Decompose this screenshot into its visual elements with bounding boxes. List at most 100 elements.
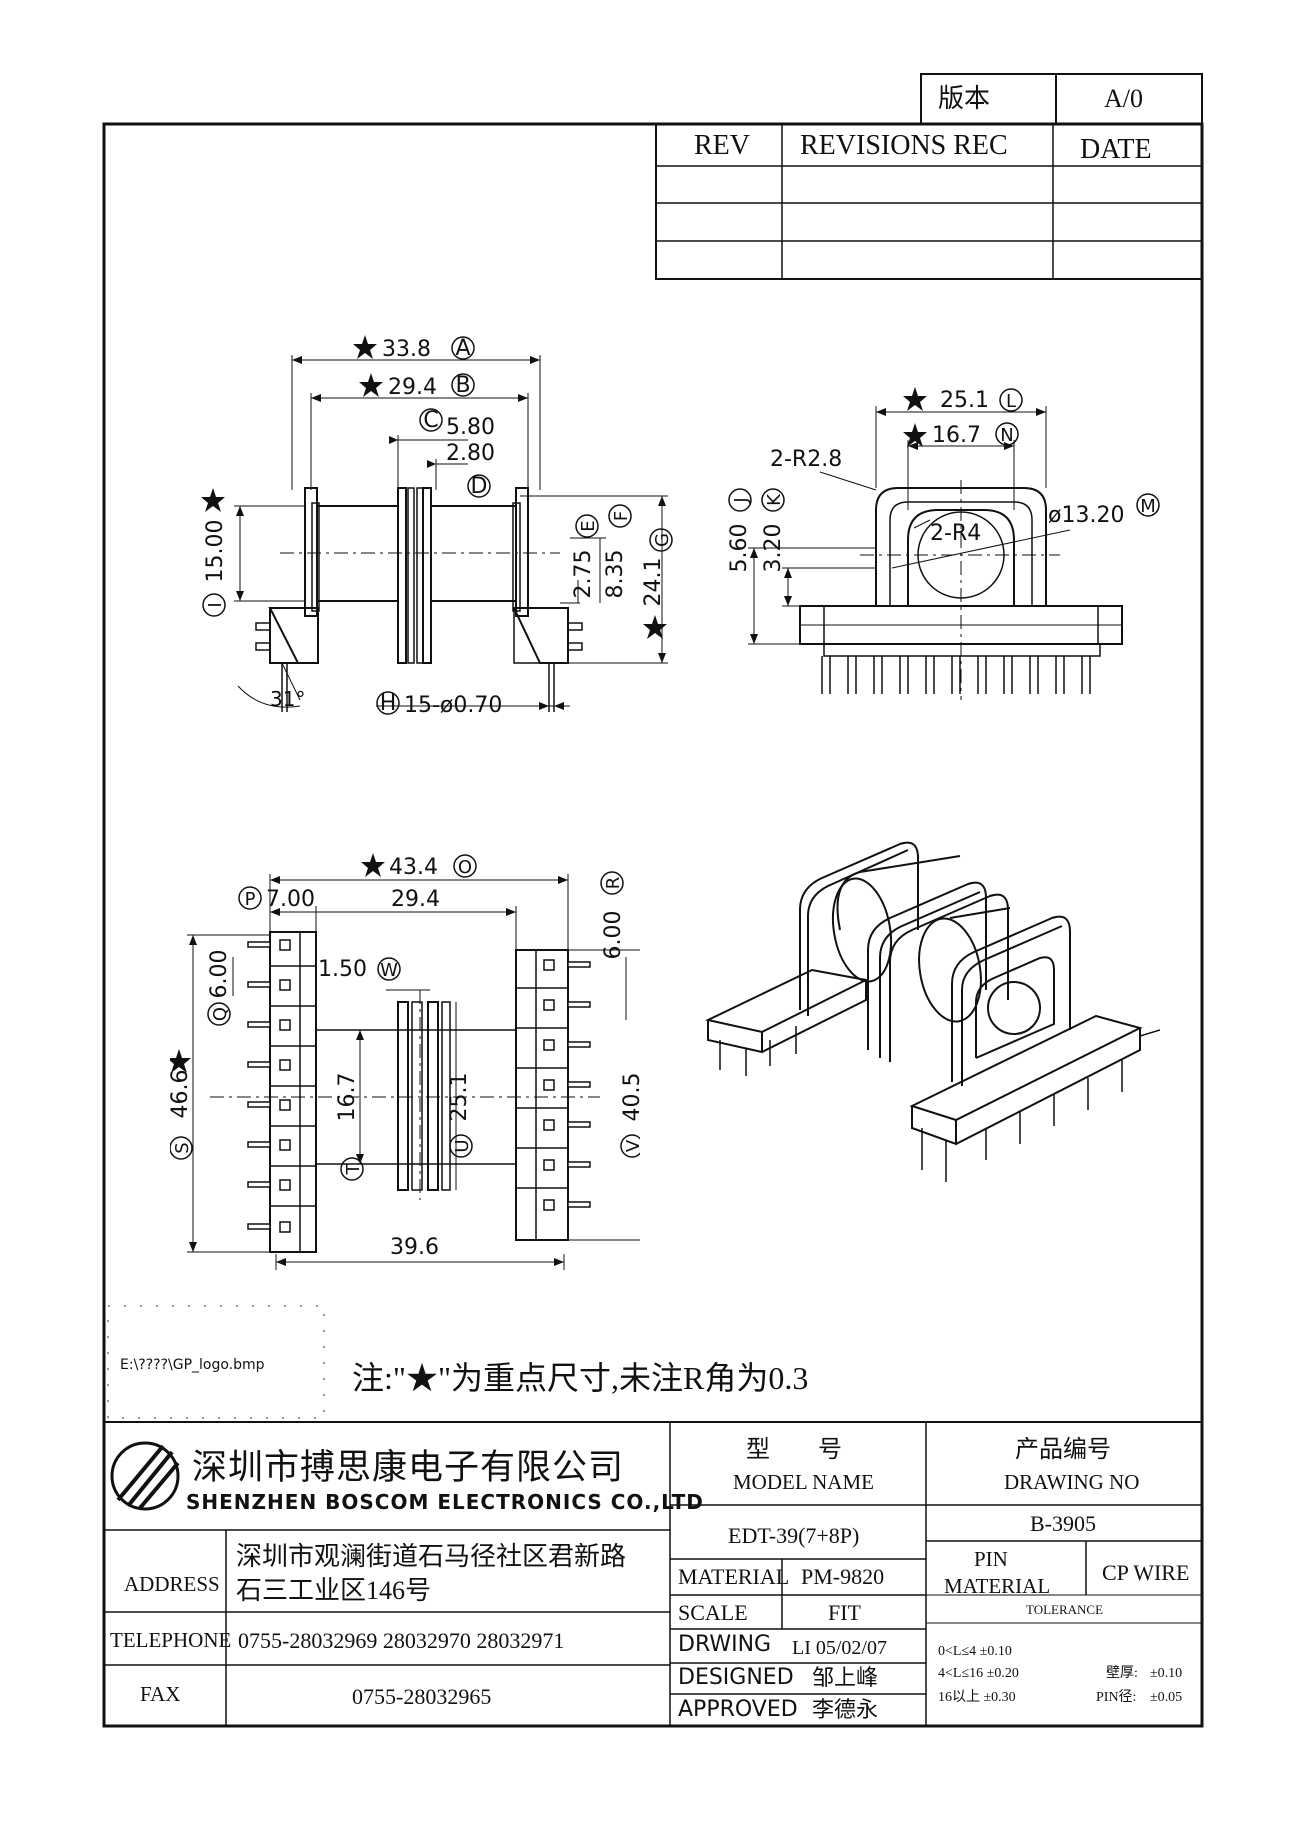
letter-l: L xyxy=(1006,391,1016,412)
letter-c: C xyxy=(423,408,438,433)
dim-b: 29.4 xyxy=(388,375,437,400)
version-label: 版本 xyxy=(938,84,991,113)
dim-o: 43.4 xyxy=(389,855,438,880)
dim-s: 46.6 xyxy=(170,1070,193,1119)
dim-r2: 2-R4 xyxy=(930,521,981,546)
date-header: DATE xyxy=(1080,134,1152,165)
approved-value: 李德永 xyxy=(812,1697,879,1722)
isometric-view-drawing xyxy=(704,841,1160,1182)
letter-w: W xyxy=(380,960,398,981)
dim-p: 7.00 xyxy=(266,887,315,912)
dim-angle: 31° xyxy=(270,687,305,711)
letter-e: E xyxy=(578,520,599,531)
letter-a: A xyxy=(455,336,470,361)
drawing-no-value: B-3905 xyxy=(1030,1511,1096,1536)
dim-l: 25.1 xyxy=(940,388,989,413)
drawing-no-cn: 产品编号 xyxy=(1015,1437,1111,1463)
dim-a: 33.8 xyxy=(382,337,431,362)
fax-value: 0755-28032965 xyxy=(352,1684,492,1709)
revisions-rec-header: REVISIONS REC xyxy=(800,130,1008,161)
star-icon xyxy=(201,335,667,639)
dim-i: 15.00 xyxy=(203,520,228,583)
letter-k: K xyxy=(764,493,785,506)
dim-b2: 29.4 xyxy=(391,887,440,912)
dim-f: 8.35 xyxy=(603,550,628,599)
dim-h: 15-ø0.70 xyxy=(404,693,502,718)
dim-m: ø13.20 xyxy=(1048,503,1124,528)
letter-r: R xyxy=(603,877,624,890)
drwing-value: LI 05/02/07 xyxy=(792,1637,887,1659)
dim-d: 2.80 xyxy=(446,441,495,466)
dim-q: 6.00 xyxy=(207,950,232,999)
letter-n: N xyxy=(1000,425,1013,446)
letter-i: I xyxy=(205,602,226,607)
address-label: ADDRESS xyxy=(124,1572,220,1596)
top-view-drawing: O P W R Q S T U V 43.4 7.00 29.4 1.50 39… xyxy=(170,853,640,1270)
end-view-drawing: L N M J K 25.1 16.7 2-R2.8 2-R4 ø13.20 5… xyxy=(727,387,1160,700)
model-name-cn: 型 号 xyxy=(746,1437,842,1463)
side-view-drawing: A B C D H E F G I 33.8 29.4 5.80 2.80 15… xyxy=(201,335,673,718)
fax-label: FAX xyxy=(140,1682,181,1706)
scale-value: FIT xyxy=(828,1600,861,1625)
rev-header: REV xyxy=(694,130,750,161)
version-value: A/0 xyxy=(1104,84,1143,113)
letter-h: H xyxy=(380,691,397,716)
company-logo xyxy=(110,1441,180,1511)
dim-v: 40.5 xyxy=(620,1073,640,1122)
letter-q: Q xyxy=(210,1007,231,1021)
dim-c: 5.80 xyxy=(446,415,495,440)
address-line-2: 石三工业区146号 xyxy=(236,1576,432,1605)
letter-f: F xyxy=(611,511,632,521)
tolerance-label: TOLERANCE xyxy=(1026,1602,1104,1617)
wall-thickness-value: ±0.10 xyxy=(1150,1666,1183,1681)
dim-t: 16.7 xyxy=(335,1073,360,1122)
tolerance-row-3: 16以上 ±0.30 xyxy=(938,1690,1016,1705)
dim-j: 5.60 xyxy=(727,524,752,573)
model-name-en: MODEL NAME xyxy=(733,1470,874,1494)
pin-material-label-1: PIN xyxy=(974,1547,1008,1571)
tolerance-row-2: 4<L≤16 ±0.20 xyxy=(938,1666,1019,1681)
drawing-no-en: DRAWING NO xyxy=(1004,1470,1140,1494)
pin-row xyxy=(719,1026,1160,1182)
dim-r: 6.00 xyxy=(601,911,626,960)
model-value: EDT-39(7+8P) xyxy=(728,1523,860,1548)
letter-b: B xyxy=(455,373,470,398)
dim-bottom: 39.6 xyxy=(390,1235,439,1260)
drawing-note: 注:"★"为重点尺寸,未注R角为0.3 xyxy=(352,1360,809,1396)
dim-e: 2.75 xyxy=(571,550,596,599)
drwing-label: DRWING xyxy=(678,1632,772,1657)
star-icon xyxy=(903,387,927,447)
wall-thickness-label: 壁厚: xyxy=(1106,1666,1138,1681)
star-icon xyxy=(170,853,385,1073)
company-name-cn: 深圳市搏思康电子有限公司 xyxy=(192,1448,625,1487)
company-name-en: SHENZHEN BOSCOM ELECTRONICS CO.,LTD xyxy=(186,1490,704,1514)
letter-p: P xyxy=(245,889,256,910)
pin-row xyxy=(821,656,1091,694)
pin-diameter-label: PIN径: xyxy=(1096,1690,1137,1705)
dim-g: 24.1 xyxy=(641,558,666,607)
telephone-value: 0755-28032969 28032970 28032971 xyxy=(238,1628,565,1653)
pin-material-value: CP WIRE xyxy=(1102,1560,1190,1585)
letter-j: J xyxy=(731,497,752,503)
letter-g: G xyxy=(652,533,673,547)
letter-s: S xyxy=(172,1142,193,1153)
approved-label: APPROVED xyxy=(678,1697,798,1722)
letter-u: U xyxy=(452,1139,473,1152)
designed-label: DESIGNED xyxy=(678,1665,794,1690)
pin-material-label-2: MATERIAL xyxy=(944,1574,1051,1598)
tolerance-row-1: 0<L≤4 ±0.10 xyxy=(938,1644,1012,1659)
dim-n: 16.7 xyxy=(932,423,981,448)
letter-v: V xyxy=(623,1139,640,1152)
letter-o: O xyxy=(458,857,472,878)
dim-r1: 2-R2.8 xyxy=(770,447,842,472)
letter-d: D xyxy=(471,474,488,499)
telephone-label: TELEPHONE xyxy=(110,1628,232,1652)
dim-w: 1.50 xyxy=(318,957,367,982)
pin-row xyxy=(247,939,591,1233)
dim-k: 3.20 xyxy=(761,524,786,573)
logo-path: E:\????\GP_logo.bmp xyxy=(120,1357,265,1373)
material-label: MATERIAL xyxy=(678,1564,790,1589)
pin-diameter-value: ±0.05 xyxy=(1150,1690,1183,1705)
dim-u: 25.1 xyxy=(447,1073,472,1122)
